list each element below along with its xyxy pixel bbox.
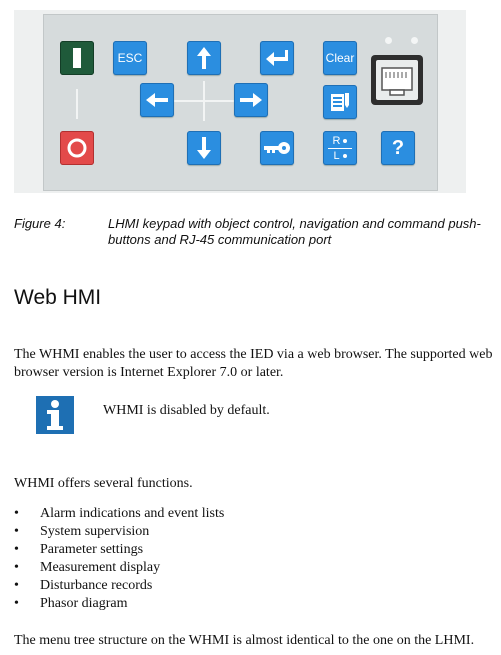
help-key-label: ? <box>391 136 405 159</box>
bullet-icon: • <box>14 506 19 521</box>
lhmi-keypad: ESC Clear <box>43 14 438 191</box>
list-item-text: Parameter settings <box>40 542 144 557</box>
remote-local-key: R L <box>323 131 357 165</box>
arrow-left-icon <box>146 93 168 107</box>
up-arrow-key <box>187 41 221 75</box>
arrow-up-icon <box>197 47 211 69</box>
section-title: Web HMI <box>14 286 102 309</box>
bullet-icon: • <box>14 578 19 593</box>
rj45-socket-icon <box>381 67 413 96</box>
figure-label: Figure 4: <box>14 216 66 231</box>
figure-caption-text: LHMI keypad with object control, navigat… <box>108 216 481 247</box>
local-label: L <box>333 149 340 162</box>
bullet-icon: • <box>14 560 19 575</box>
down-arrow-key <box>187 131 221 165</box>
rl-divider <box>328 147 352 149</box>
menu-document-icon <box>331 93 349 111</box>
clear-key: Clear <box>323 41 357 75</box>
bullet-icon: • <box>14 524 19 539</box>
info-icon <box>36 396 74 434</box>
enter-key <box>260 41 294 75</box>
led-indicator <box>385 37 392 44</box>
esc-key-label: ESC <box>117 51 143 65</box>
bullet-icon: • <box>14 542 19 557</box>
list-item: • Parameter settings <box>14 541 224 559</box>
local-led-icon <box>342 153 347 158</box>
close-object-key <box>60 41 94 75</box>
intro-paragraph: The WHMI enables the user to access the … <box>14 347 493 380</box>
remote-led-icon <box>343 138 348 143</box>
divider-line <box>76 89 78 119</box>
left-arrow-key <box>140 83 174 117</box>
list-item: • System supervision <box>14 523 224 541</box>
arrow-down-icon <box>197 137 211 159</box>
rj45-port <box>371 55 423 105</box>
list-item: • Phasor diagram <box>14 595 224 613</box>
bullet-icon: • <box>14 596 19 611</box>
key-icon <box>264 142 290 154</box>
functions-intro: WHMI offers several functions. <box>14 476 193 491</box>
right-arrow-key <box>234 83 268 117</box>
enter-icon <box>266 50 288 66</box>
list-item-text: Measurement display <box>40 560 161 575</box>
list-item-text: Phasor diagram <box>40 596 128 611</box>
list-item-text: Alarm indications and event lists <box>40 506 225 521</box>
help-key: ? <box>381 131 415 165</box>
closing-paragraph: The menu tree structure on the WHMI is a… <box>14 633 475 648</box>
list-item: • Alarm indications and event lists <box>14 505 224 523</box>
functions-list: • Alarm indications and event lists • Syst… <box>14 505 224 613</box>
list-item: • Measurement display <box>14 559 224 577</box>
note-text: WHMI is disabled by default. <box>103 403 270 418</box>
arrow-right-icon <box>240 93 262 107</box>
nav-cross <box>203 81 205 121</box>
list-item-text: System supervision <box>40 524 150 539</box>
list-item-text: Disturbance records <box>40 578 153 593</box>
remote-label: R <box>332 134 341 147</box>
esc-key: ESC <box>113 41 147 75</box>
led-indicator <box>411 37 418 44</box>
clear-key-label: Clear <box>325 51 355 65</box>
menu-key <box>323 85 357 119</box>
list-item: • Disturbance records <box>14 577 224 595</box>
authorization-key <box>260 131 294 165</box>
open-object-key <box>60 131 94 165</box>
